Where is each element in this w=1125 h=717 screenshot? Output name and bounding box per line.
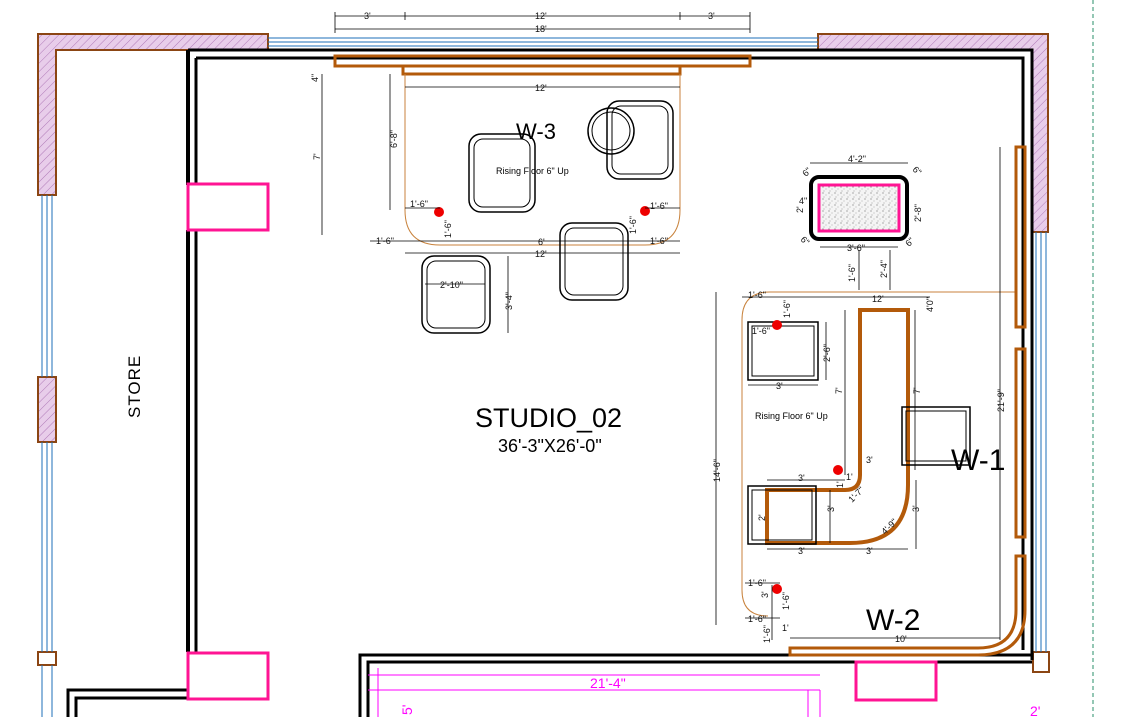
dim-w1-box-b: 1'-6" — [782, 300, 792, 318]
dim-w2-d: 1'-6" — [762, 625, 772, 643]
dim-chair-w: 2'-10" — [440, 280, 463, 290]
dim-top-total: 18' — [535, 24, 547, 34]
door-frames — [186, 182, 938, 702]
dim-w1-3b: 3' — [866, 455, 873, 465]
windows — [41, 37, 1047, 717]
w1-rising-floor: Rising Floor 6" Up — [755, 411, 828, 421]
dim-w1-top: 12' — [872, 294, 884, 304]
dim-w1-right: 21'-9" — [996, 389, 1006, 412]
dim-top-left: 3' — [364, 11, 371, 21]
dim-w1-1b: 1' — [835, 481, 845, 488]
dim-w2-e: 3' — [760, 591, 770, 598]
dim-tank-gap-b: 2'-4" — [879, 260, 889, 278]
dim-tank-h: 2'-8" — [913, 204, 923, 222]
dim-tank-6b: 6" — [911, 164, 924, 177]
w1-marker-mid — [833, 465, 843, 475]
dim-w3-right-a: 1'-6" — [650, 201, 668, 211]
dim-w3-height-a: 6'-8" — [389, 130, 399, 148]
dim-top-right: 3' — [708, 11, 715, 21]
dim-w1-3d: 3' — [911, 505, 921, 512]
dim-w1-3f: 3' — [866, 546, 873, 556]
w3-marker-left — [434, 207, 444, 217]
w2-workstation — [772, 554, 1027, 657]
dim-w2-f: 1' — [782, 623, 789, 633]
w2-dimension-lines — [745, 582, 1000, 640]
dim-tank-gap-a: 1'-6" — [847, 264, 857, 282]
dim-w3-right-c: 1'-6" — [650, 236, 668, 246]
dim-w2-width: 10' — [895, 634, 907, 644]
dim-w3-left-c: 1'-6" — [376, 236, 394, 246]
feature-tank — [809, 162, 909, 290]
top-dimension-chain — [334, 12, 751, 33]
dim-w1-7a: 7' — [834, 387, 844, 394]
dim-top-mid: 12' — [535, 11, 547, 21]
dim-w1-3e: 3' — [798, 546, 805, 556]
dim-tank-4: 4" — [799, 196, 807, 206]
w1-dimension-lines — [715, 147, 1001, 640]
dim-tank-6a: 6" — [800, 166, 813, 179]
dim-w1-box-a: 1'-6" — [752, 326, 770, 336]
room-size: 36'-3"X26'-0" — [498, 436, 602, 456]
dim-w2-b: 1'-6" — [781, 592, 791, 610]
dim-chair-h: 3'-4" — [504, 292, 514, 310]
dim-w2-a: 1'-6" — [748, 578, 766, 588]
dim-tank-inner: 3'-6" — [847, 243, 865, 253]
w2-label: W-2 — [866, 604, 920, 637]
room-name: STUDIO_02 — [475, 403, 622, 433]
bottom-dim-vertical: 5' — [399, 705, 415, 715]
dim-tank-h2: 2' — [795, 206, 805, 213]
dim-w3-left-a: 1'-6" — [410, 199, 428, 209]
dim-w1-49: 4'-9" — [879, 517, 899, 537]
w3-marker-right — [640, 206, 650, 216]
w3-rising-floor: Rising Floor 6" Up — [496, 166, 569, 176]
dim-w1-box-h: 2'-6" — [822, 344, 832, 362]
dim-w3-right-b: 1'-6" — [628, 216, 638, 234]
dim-w2-c: 1'-6" — [748, 614, 766, 624]
dim-w1-1a: 1' — [846, 472, 853, 482]
pink-lines — [368, 668, 821, 717]
w1-label: W-1 — [951, 444, 1005, 477]
dim-w3-height-b: 7' — [312, 153, 322, 160]
w1-workstation — [741, 145, 1027, 617]
store-label: STORE — [125, 355, 144, 418]
bottom-dim-label: 21'-4" — [590, 675, 626, 691]
dim-w1-3a: 3' — [798, 473, 805, 483]
dim-w1-2: 2' — [757, 514, 767, 521]
dim-tank-w: 4'-2" — [848, 154, 866, 164]
dim-w3-small-4: 4" — [310, 74, 320, 82]
dim-w3-inner: 6' — [538, 237, 545, 247]
dim-w1-3c: 3' — [826, 505, 836, 512]
w3-label: W-3 — [516, 119, 556, 144]
dim-w1-left: 14'-6" — [712, 459, 722, 482]
w1-marker-top — [772, 320, 782, 330]
w3-workstation — [333, 54, 752, 334]
dim-w3-top: 12' — [535, 83, 547, 93]
w3-dimension-lines — [321, 74, 680, 333]
dim-w1-7b: 7' — [912, 387, 922, 394]
bottom-right-dim: 2' — [1030, 703, 1040, 717]
w2-marker — [772, 584, 782, 594]
dim-w1-box-w: 3' — [776, 381, 783, 391]
dim-w3-left-b: 1'-6" — [443, 220, 453, 238]
dim-w3-bottom: 12' — [535, 249, 547, 259]
dim-w1-40: 4'0" — [925, 297, 935, 312]
dim-tank-6c: 6" — [799, 234, 812, 247]
dim-w1-top-left: 1'-6" — [748, 290, 766, 300]
